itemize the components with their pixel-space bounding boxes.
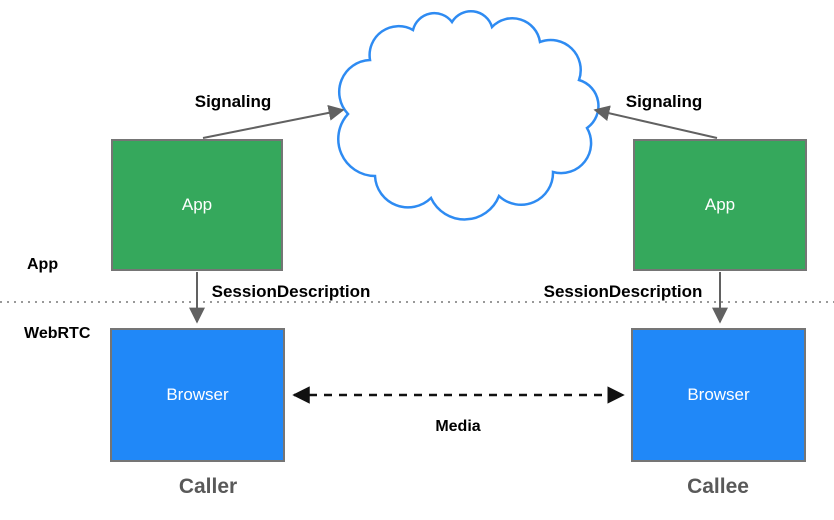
caller-endpoint-label: Caller — [178, 475, 238, 498]
session-description-label-right: SessionDescription — [543, 282, 703, 301]
caller-app-box-label: App — [181, 195, 213, 214]
session-description-label-left: SessionDescription — [211, 282, 371, 301]
lane-label-app: App — [27, 256, 59, 273]
signaling-label-left: Signaling — [194, 92, 272, 111]
callee-endpoint-label: Callee — [687, 475, 749, 498]
callee-browser-box: Browser — [631, 328, 806, 462]
caller-app-box: App — [111, 139, 283, 271]
callee-app-box: App — [633, 139, 807, 271]
network-cloud-icon — [337, 10, 600, 221]
caller-browser-box-label: Browser — [166, 385, 229, 404]
media-label: Media — [435, 418, 481, 435]
signaling-arrow-left — [202, 104, 345, 139]
signaling-label-right: Signaling — [625, 92, 703, 111]
caller-browser-box: Browser — [110, 328, 285, 462]
callee-app-box-label: App — [704, 195, 736, 214]
signaling-arrow-right — [593, 105, 718, 139]
lane-label-webrtc: WebRTC — [24, 325, 91, 342]
callee-browser-box-label: Browser — [687, 385, 750, 404]
